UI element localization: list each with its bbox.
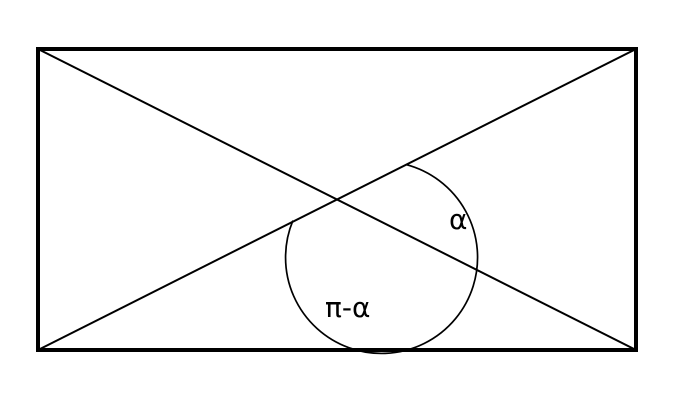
angle-alpha-label: α <box>449 203 467 236</box>
angle-supplement-label: π-α <box>325 291 370 324</box>
angle-arc <box>284 163 479 355</box>
rectangle-outline <box>36 47 638 352</box>
diagonal-bottom-left-top-right <box>37 48 637 351</box>
